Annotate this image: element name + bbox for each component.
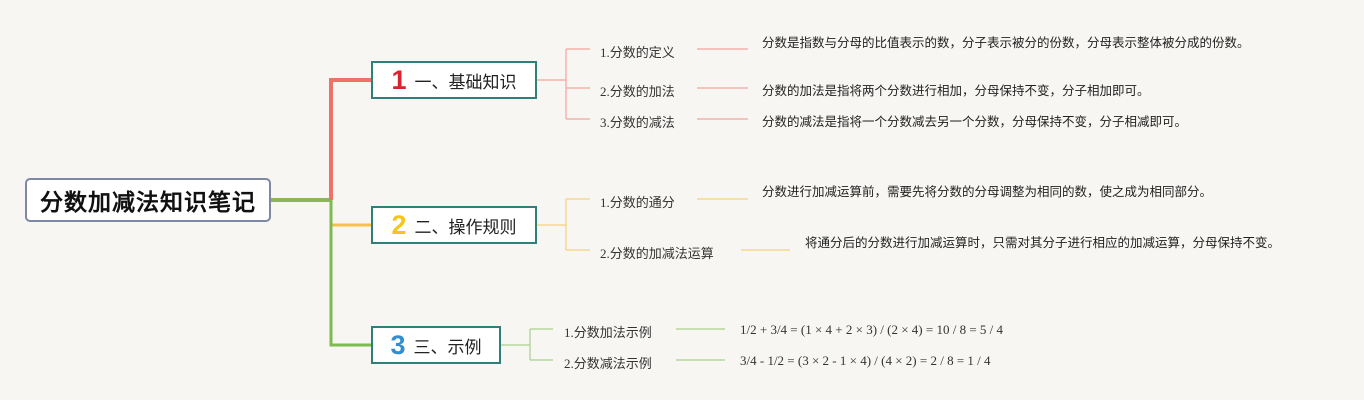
- topic-fraction-definition[interactable]: 1.分数的定义: [600, 45, 675, 60]
- topic-fraction-addition[interactable]: 2.分数的加法: [600, 84, 675, 99]
- formula-addition-example: 1/2 + 3/4 = (1 × 4 + 2 × 3) / (2 × 4) = …: [740, 322, 1004, 337]
- b3-fork: [501, 328, 553, 361]
- note-fraction-addition: 分数的加法是指将两个分数进行相加，分母保持不变，分子相加即可。: [762, 83, 1150, 98]
- root-title: 分数加减法知识笔记: [40, 190, 256, 216]
- topic-subtraction-example[interactable]: 2.分数减法示例: [564, 356, 652, 371]
- trunk-branch2: [329, 200, 371, 227]
- branch-node-basics[interactable]: 1 一、基础知识: [371, 61, 537, 99]
- branch-number-3: 3: [390, 329, 406, 360]
- root-node[interactable]: 分数加减法知识笔记: [25, 178, 271, 222]
- branch-node-examples[interactable]: 3 三、示例: [371, 326, 501, 364]
- branch-number-1: 1: [391, 64, 407, 95]
- branch-title: 三、示例: [413, 337, 482, 358]
- branch-title: 一、基础知识: [414, 72, 517, 93]
- trunk-branch3: [329, 200, 371, 347]
- trunk-branch1: [329, 78, 371, 200]
- b2-fork: [537, 198, 590, 251]
- topic-add-subtract-operation[interactable]: 2.分数的加减法运算: [600, 246, 714, 261]
- branch-title: 二、操作规则: [414, 217, 517, 238]
- topic-fraction-subtraction[interactable]: 3.分数的减法: [600, 115, 675, 130]
- branch-number-2: 2: [391, 209, 407, 240]
- note-fraction-definition: 分数是指数与分母的比值表示的数，分子表示被分的份数，分母表示整体被分成的份数。: [762, 35, 1250, 50]
- branch-node-rules[interactable]: 2 二、操作规则: [371, 206, 537, 244]
- topic-common-denominator[interactable]: 1.分数的通分: [600, 195, 675, 210]
- note-common-denominator: 分数进行加减运算前，需要先将分数的分母调整为相同的数，使之成为相同部分。: [762, 184, 1213, 199]
- note-fraction-subtraction: 分数的减法是指将一个分数减去另一个分数，分母保持不变，分子相减即可。: [762, 114, 1188, 129]
- formula-subtraction-example: 3/4 - 1/2 = (3 × 2 - 1 × 4) / (4 × 2) = …: [740, 353, 991, 368]
- note-add-subtract-operation: 将通分后的分数进行加减运算时，只需对其分子进行相应的加减运算，分母保持不变。: [805, 235, 1281, 250]
- b1-fork: [537, 48, 590, 120]
- topic-addition-example[interactable]: 1.分数加法示例: [564, 325, 652, 340]
